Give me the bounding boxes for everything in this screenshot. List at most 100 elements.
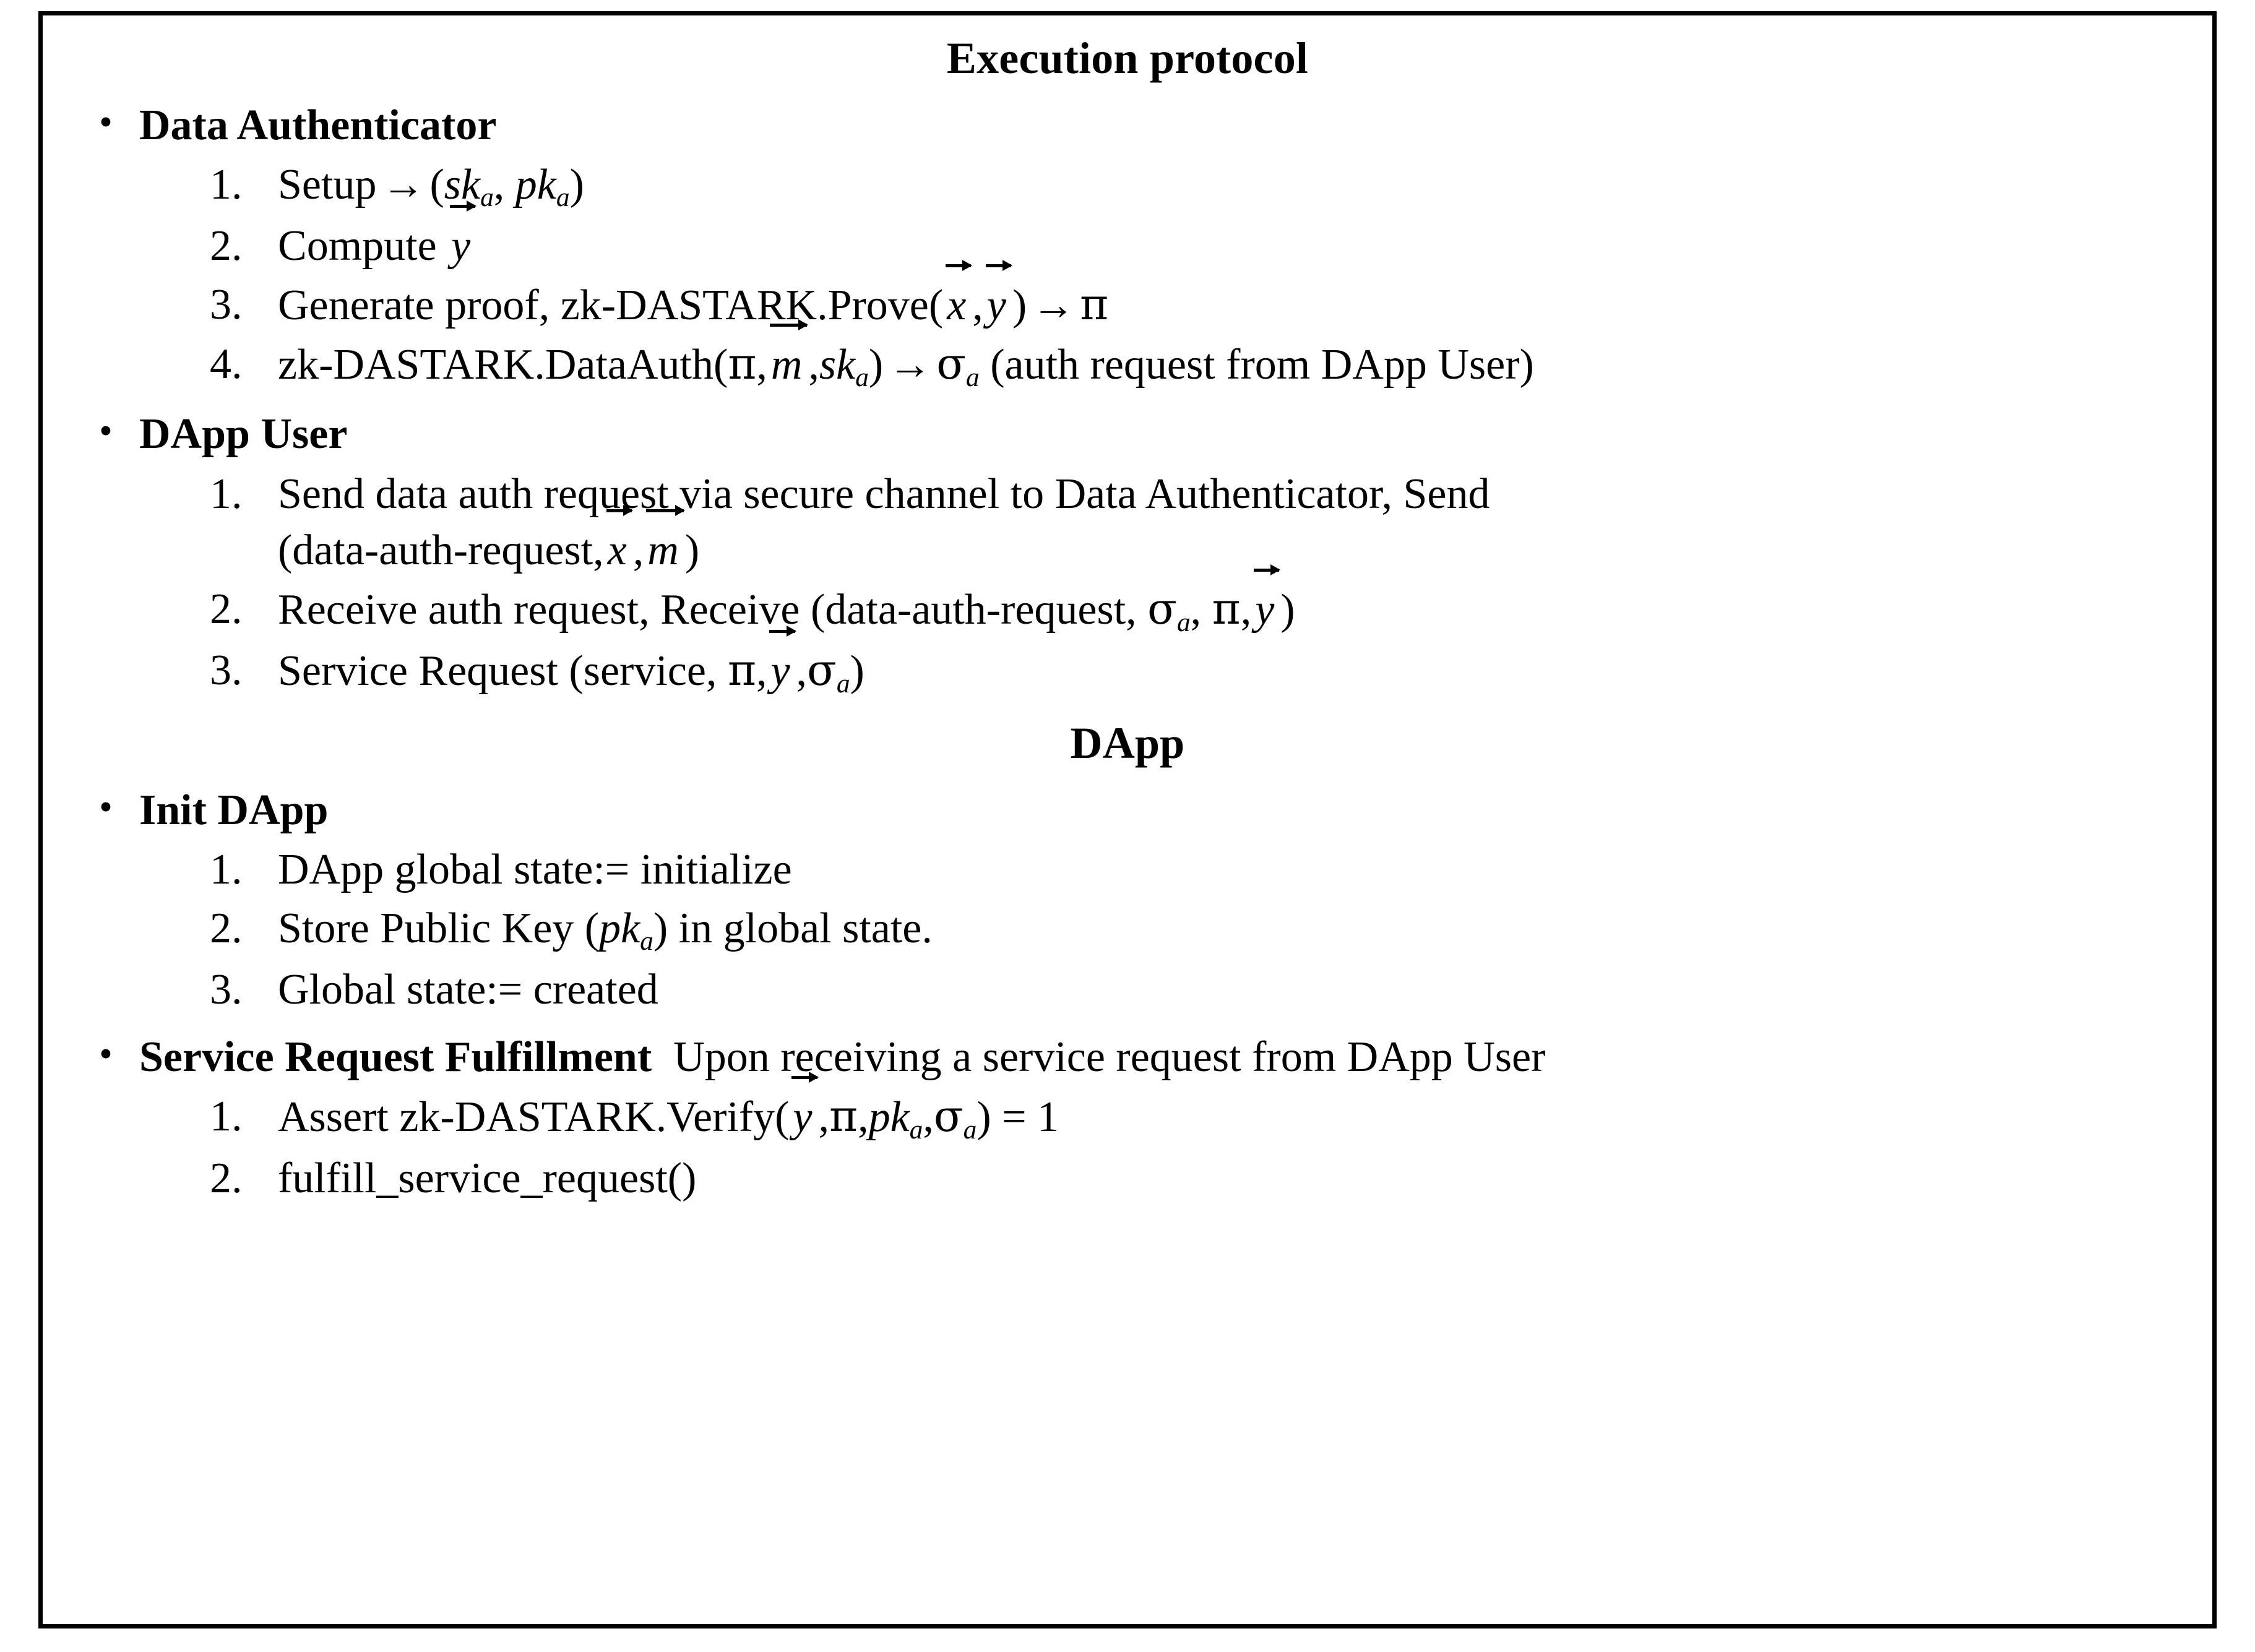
sigma-symbol: σ xyxy=(936,338,967,389)
comma-1: , xyxy=(493,161,505,209)
vector-y: y xyxy=(1254,564,1281,638)
pk-symbol: pk xyxy=(599,905,640,953)
section-label: DApp User xyxy=(139,410,348,458)
send-line2-head: (data-auth-request, xyxy=(278,526,604,574)
pi-symbol: π xyxy=(1080,278,1109,330)
list-item: 1. Setup→(ska, pka) xyxy=(72,157,2183,215)
list-text: Global state:= created xyxy=(278,965,658,1013)
list-item: 1. DApp global state:= initialize xyxy=(72,841,2183,898)
comma-5: , xyxy=(632,526,644,574)
list-text: fulfill_service_request() xyxy=(278,1154,697,1202)
section-data-authenticator: • Data Authenticator xyxy=(72,97,2183,154)
bullet-icon: • xyxy=(99,101,113,144)
list-item: 3. Service Request (service, π,y,σa) xyxy=(72,626,2183,702)
paren-open: ( xyxy=(429,161,444,209)
comma-8: , xyxy=(756,647,767,695)
protocol-box: Execution protocol • Data Authenticator … xyxy=(38,11,2217,1628)
list-marker: 2. xyxy=(210,1154,243,1202)
list-text: Compute y xyxy=(278,200,2060,274)
pk-symbol: pk xyxy=(515,161,556,209)
vector-m: m xyxy=(646,504,685,579)
pk-symbol: pk xyxy=(868,1093,910,1142)
receive-tail: ) xyxy=(1280,585,1295,634)
list-item: 2. Store Public Key (pka) in global stat… xyxy=(72,900,2183,959)
list-marker: 2. xyxy=(210,222,243,270)
sigma-subscript: a xyxy=(836,669,850,699)
comma-4: , xyxy=(808,340,819,389)
pi-symbol: π xyxy=(1212,583,1241,634)
list-data-authenticator: 1. Setup→(ska, pka) 2. Compute y 3. Gene… xyxy=(72,157,2183,395)
compute-label: Compute xyxy=(278,222,437,270)
section-init-dapp: • Init DApp xyxy=(72,782,2183,839)
right-arrow-icon: → xyxy=(888,340,932,389)
sigma-subscript: a xyxy=(1176,607,1191,637)
list-text: Generate proof, zk-DASTARK.Prove(x,y)→π xyxy=(278,259,2060,333)
sigma-subscript: a xyxy=(966,362,980,392)
section-dapp-user: • DApp User xyxy=(72,406,2183,463)
list-marker: 4. xyxy=(210,340,243,388)
setup-label: Setup xyxy=(278,161,377,209)
section-label: Init DApp xyxy=(139,786,329,834)
list-marker: 1. xyxy=(210,1093,243,1141)
page-title: Execution protocol xyxy=(946,33,1309,83)
comma-3: , xyxy=(756,340,767,389)
list-text: Setup→(ska, pka) xyxy=(278,157,2060,215)
list-text: Service Request (service, π,y,σa) xyxy=(278,626,2060,702)
pi-symbol: π xyxy=(829,1091,858,1142)
vector-y: y xyxy=(791,1072,819,1145)
list-text: Assert zk-DASTARK.Verify(y,π,pka,σa) = 1 xyxy=(278,1072,2060,1148)
comma-9: , xyxy=(796,647,808,695)
dataauth-tail: ) xyxy=(868,340,884,389)
vector-y: y xyxy=(769,626,796,699)
list-marker: 2. xyxy=(210,585,243,633)
list-marker: 3. xyxy=(210,280,243,329)
prove-head: Generate proof, zk-DASTARK.Prove( xyxy=(278,281,944,329)
comma-11: , xyxy=(858,1093,869,1142)
vector-y: y xyxy=(985,259,1012,333)
auth-request-note: (auth request from DApp User) xyxy=(990,340,1534,389)
receive-head: Receive auth request, Receive (data-auth… xyxy=(278,585,1137,634)
service-request-tail: ) xyxy=(850,647,864,695)
section-label: Service Request Fulfillment Upon receivi… xyxy=(139,1029,1545,1086)
vector-y: y xyxy=(450,200,477,274)
section-trailing-inner: Upon receiving a service request from DA… xyxy=(673,1033,1546,1081)
send-line-1: Send data auth request via secure channe… xyxy=(278,470,1490,518)
section-title-dapp: DApp xyxy=(1070,718,1185,768)
pk-subscript: a xyxy=(556,183,570,213)
section-trailing-text: Upon receiving a service request from DA… xyxy=(652,1033,1545,1081)
vector-m: m xyxy=(769,319,808,393)
sigma-subscript: a xyxy=(963,1115,977,1145)
list-item: 4. zk-DASTARK.DataAuth(π,m,ska)→σa (auth… xyxy=(72,319,2183,395)
paren-close: ) xyxy=(569,161,584,209)
sk-subscript: a xyxy=(480,183,494,213)
send-line-2: (data-auth-request,x,m) xyxy=(278,504,2060,579)
bullet-icon: • xyxy=(99,410,113,453)
list-marker: 1. xyxy=(210,470,243,518)
service-request-head: Service Request (service, xyxy=(278,647,717,695)
list-init-dapp: 1. DApp global state:= initialize 2. Sto… xyxy=(72,841,2183,1018)
comma-2: , xyxy=(972,281,983,329)
vector-x: x xyxy=(946,259,973,333)
list-text: zk-DASTARK.DataAuth(π,m,ska)→σa (auth re… xyxy=(278,319,2060,395)
sigma-symbol: σ xyxy=(1147,583,1177,634)
pk-subscript: a xyxy=(640,926,653,957)
dataauth-head: zk-DASTARK.DataAuth( xyxy=(278,340,728,389)
list-marker: 1. xyxy=(210,846,243,894)
prove-tail: ) xyxy=(1012,281,1027,329)
list-text: Store Public Key (pka) in global state. xyxy=(278,900,2060,959)
bullet-icon: • xyxy=(99,786,113,828)
list-item: 3. Generate proof, zk-DASTARK.Prove(x,y)… xyxy=(72,259,2183,333)
comma-7: , xyxy=(1240,585,1252,634)
list-item: 1. Assert zk-DASTARK.Verify(y,π,pka,σa) … xyxy=(72,1072,2183,1148)
list-item: 2. fulfill_service_request() xyxy=(72,1150,2183,1207)
list-text: DApp global state:= initialize xyxy=(278,846,792,894)
list-item: 2. Compute y xyxy=(72,200,2183,274)
list-service-request-fulfillment: 1. Assert zk-DASTARK.Verify(y,π,pka,σa) … xyxy=(72,1072,2183,1207)
vector-x: x xyxy=(606,504,633,579)
section-label-text: Service Request Fulfillment xyxy=(139,1033,652,1081)
store-pk-head: Store Public Key ( xyxy=(278,905,600,953)
list-item: 2. Receive auth request, Receive (data-a… xyxy=(72,564,2183,640)
list-dapp-user: 1. Send data auth request via secure cha… xyxy=(72,466,2183,702)
right-arrow-icon: → xyxy=(1032,281,1076,329)
